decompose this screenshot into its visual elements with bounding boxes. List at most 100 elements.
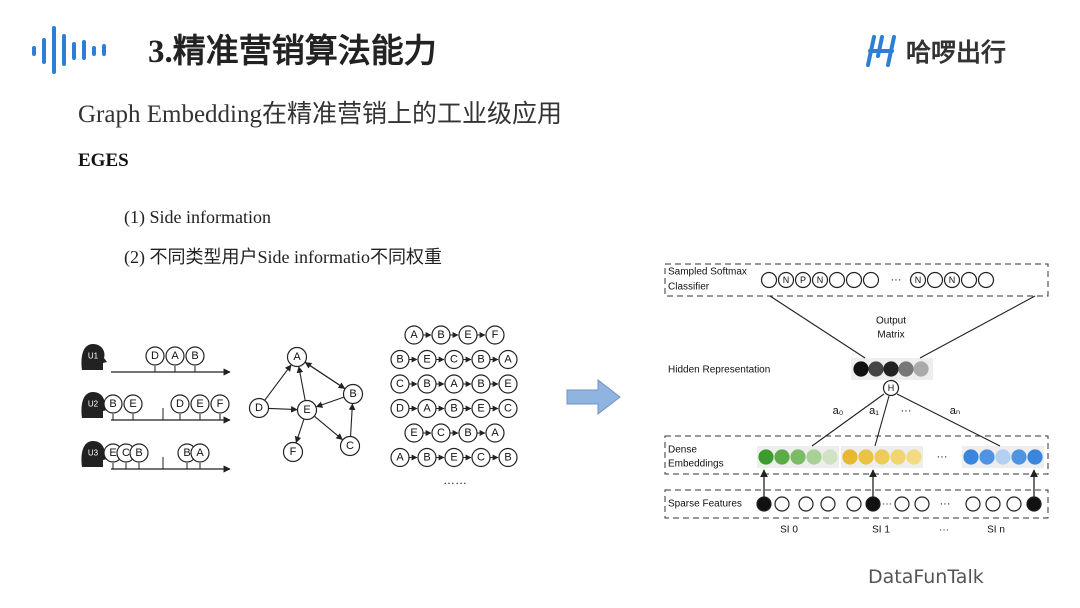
h-node-label: H <box>888 383 895 393</box>
si-label: SI 1 <box>872 525 890 536</box>
walk-node-label: B <box>437 329 444 341</box>
dense-cell <box>1011 449 1027 465</box>
output-label: Matrix <box>877 330 904 341</box>
softmax-node-label: P <box>800 275 806 285</box>
softmax-node <box>794 271 812 289</box>
graph-edge <box>304 362 345 389</box>
item-node <box>145 346 165 366</box>
softmax-node <box>960 271 978 289</box>
dense-cell <box>963 449 979 465</box>
softmax-node-label: N <box>915 275 922 285</box>
item-node-label: B <box>183 447 190 459</box>
sparse-layer-box <box>664 489 1049 519</box>
walk-node-label: B <box>477 378 484 390</box>
softmax-node <box>926 271 944 289</box>
hidden-cell <box>883 361 899 377</box>
dense-label: Embeddings <box>668 459 724 470</box>
graph-edge <box>264 364 292 401</box>
walk-node-label: B <box>396 354 403 366</box>
item-node <box>170 394 190 414</box>
user-label: U2 <box>88 400 99 409</box>
walk-node-label: E <box>423 354 430 366</box>
walk-node <box>498 349 518 370</box>
softmax-label: Classifier <box>668 282 710 293</box>
item-node <box>123 394 143 414</box>
user-head-icon <box>81 344 107 370</box>
attention-weight: a₁ <box>869 405 879 417</box>
walk-node-label: C <box>396 378 404 390</box>
softmax-node <box>845 271 863 289</box>
softmax-node <box>811 271 829 289</box>
si-label: SI 0 <box>780 525 798 536</box>
graph-edge <box>294 419 305 444</box>
item-node <box>190 443 210 463</box>
walk-node <box>485 325 505 345</box>
item-node-label: A <box>171 350 179 362</box>
output-connection <box>769 295 866 359</box>
dense-cell <box>774 449 790 465</box>
dense-cell <box>979 449 995 465</box>
graph-edge <box>315 396 344 408</box>
item-node <box>210 394 230 414</box>
dense-cell <box>1027 449 1043 465</box>
walk-node-label: B <box>464 427 471 439</box>
walk-node-label: E <box>450 452 457 464</box>
attention-edge <box>811 393 885 447</box>
softmax-label: Sampled Softmax <box>668 267 747 278</box>
hidden-cell <box>898 361 914 377</box>
walk-node <box>498 374 518 394</box>
sparse-cell <box>1026 496 1042 512</box>
sparse-cell <box>774 496 790 512</box>
graph-node <box>296 399 318 421</box>
softmax-node <box>909 271 927 289</box>
item-node <box>103 394 123 414</box>
walk-node-label: C <box>450 354 458 366</box>
walk-node <box>498 398 518 419</box>
sparse-cell <box>985 496 1001 512</box>
item-node-label: C <box>122 447 130 459</box>
section-label: EGES <box>78 150 129 171</box>
graph-node <box>286 346 308 368</box>
item-node <box>185 346 205 366</box>
walk-node-label: B <box>423 378 430 390</box>
walk-node-label: B <box>477 354 484 366</box>
graph-node-label: D <box>255 402 263 414</box>
walks-ellipsis: …… <box>443 473 467 487</box>
item-node <box>165 346 185 366</box>
dense-cell <box>890 449 906 465</box>
walk-node-label: F <box>492 329 499 341</box>
softmax-node-label: N <box>949 275 956 285</box>
softmax-node <box>862 271 880 289</box>
item-node <box>190 394 210 414</box>
dense-cell <box>874 449 890 465</box>
walk-node-label: E <box>410 427 417 439</box>
output-connection <box>919 295 1036 359</box>
softmax-node <box>943 271 961 289</box>
sparse-cell <box>798 496 814 512</box>
walk-node-label: C <box>437 427 445 439</box>
graph-node <box>342 383 364 405</box>
walk-node-label: E <box>477 403 484 415</box>
walk-node-label: E <box>504 378 511 390</box>
sparse-cell <box>914 496 930 512</box>
user-label: U1 <box>88 352 99 361</box>
graph-node <box>339 435 361 457</box>
walk-node-label: C <box>477 452 485 464</box>
softmax-node-label: N <box>783 275 790 285</box>
sparse-cell <box>865 496 881 512</box>
sparse-label: Sparse Features <box>668 499 742 510</box>
walk-node-label: E <box>464 329 471 341</box>
walk-node-label: A <box>423 403 431 415</box>
sparse-cell <box>820 496 836 512</box>
item-node-label: D <box>151 350 159 362</box>
graph-node-label: F <box>290 446 297 458</box>
graph-node-label: A <box>293 351 301 363</box>
brand-logo-icon <box>866 35 896 67</box>
attention-edge <box>874 395 890 447</box>
walk-node-label: D <box>396 403 404 415</box>
user-head-icon <box>81 441 107 467</box>
dense-cell <box>842 449 858 465</box>
graph-node-label: C <box>346 440 354 452</box>
dense-cell <box>758 449 774 465</box>
